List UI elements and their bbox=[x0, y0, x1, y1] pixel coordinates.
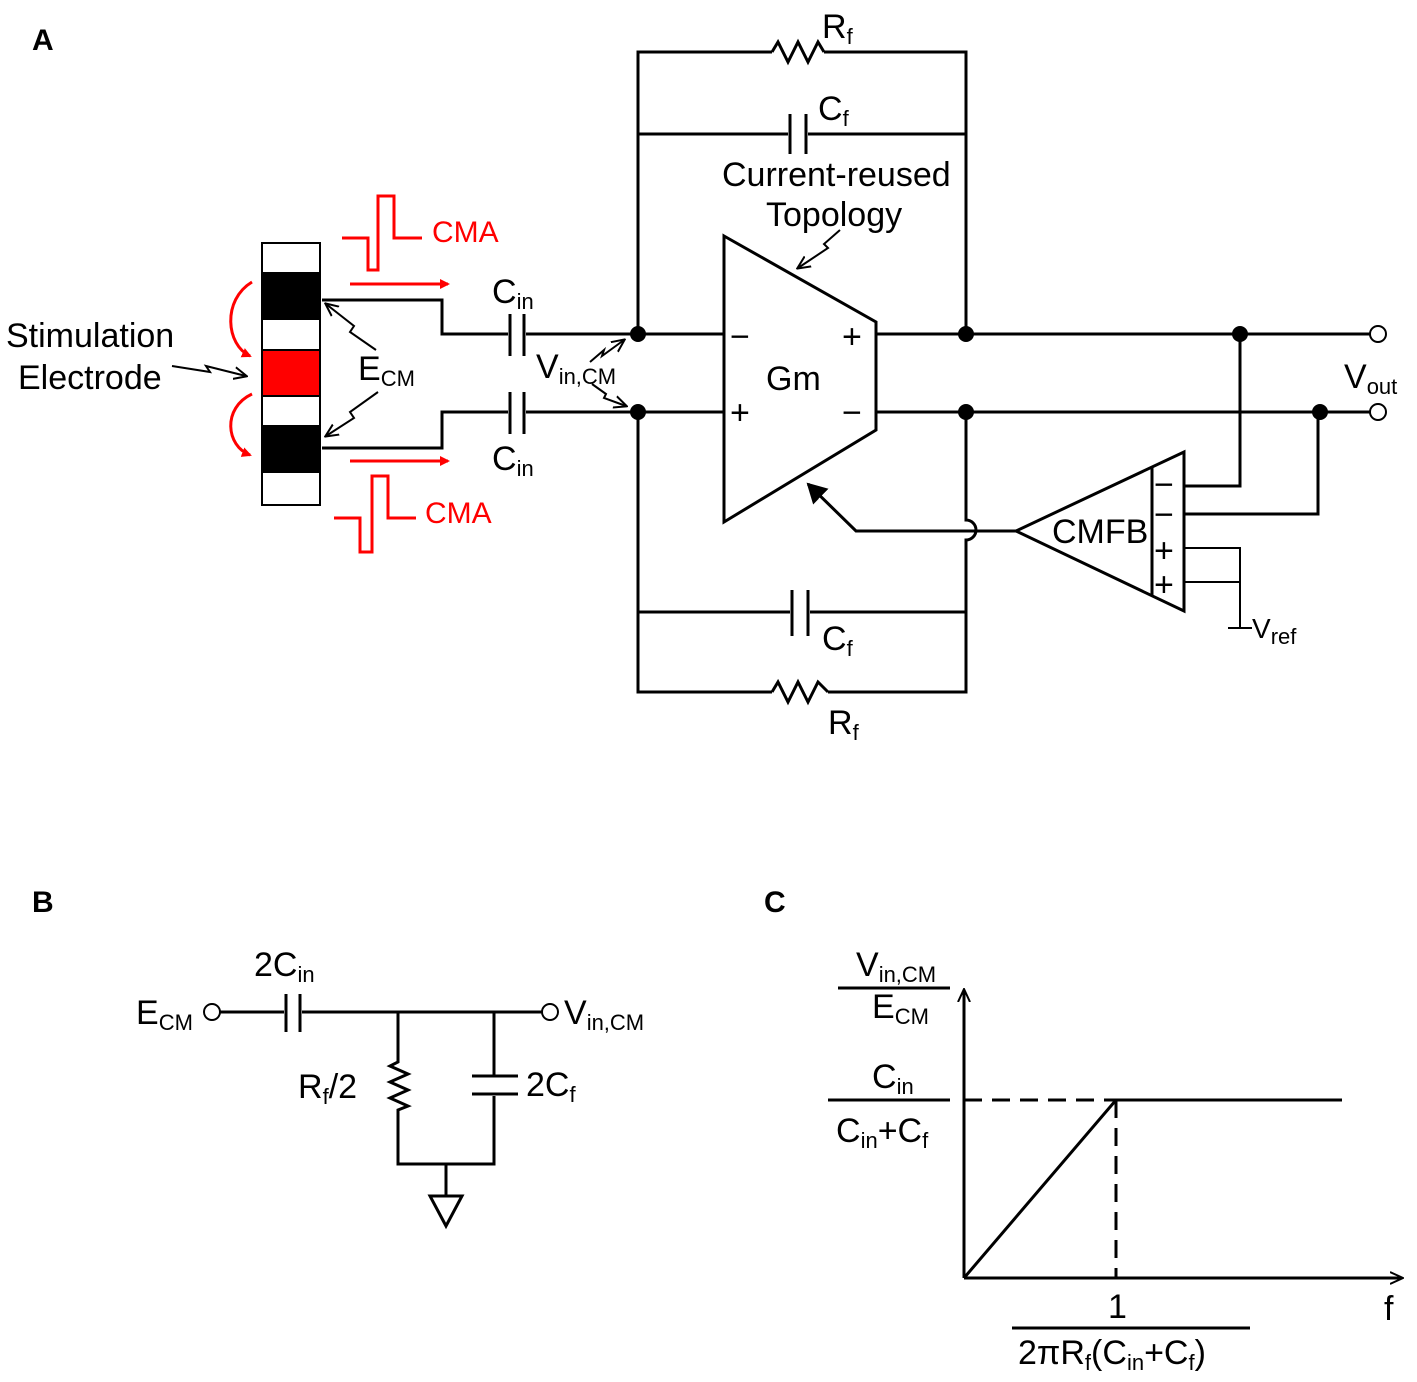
b-cf-label: 2Cf bbox=[526, 1066, 576, 1107]
vin-cm-label: Vin,CM bbox=[536, 348, 616, 389]
b-resistor-branch bbox=[386, 1012, 496, 1166]
feedback-capacitor-top bbox=[788, 114, 808, 154]
cma-label-top: CMA bbox=[432, 216, 499, 249]
stimulation-pointer-arrow bbox=[171, 364, 246, 376]
rf-label-bottom: Rf bbox=[828, 704, 860, 745]
panel-b-label: B bbox=[32, 886, 54, 919]
cma-label-bottom: CMA bbox=[425, 497, 492, 530]
vout-terminal-positive bbox=[1369, 325, 1387, 343]
feedback-capacitor-bottom bbox=[790, 590, 810, 636]
ecm-pointer-arrow-top bbox=[326, 304, 377, 351]
return-current-arrow-top bbox=[229, 280, 253, 358]
ecm-label: ECM bbox=[358, 350, 415, 391]
c-ylabel-denominator: ECM bbox=[872, 988, 929, 1029]
cmfb-input-minus-1: − bbox=[1154, 466, 1174, 504]
gm-input-minus: − bbox=[730, 318, 750, 356]
stimulation-label-line1: Stimulation bbox=[6, 317, 174, 355]
cma-pulse-bottom bbox=[334, 474, 416, 554]
cmfb-control-arrow bbox=[806, 482, 1016, 533]
b-cin-label: 2Cin bbox=[254, 946, 315, 987]
return-current-arrow-bottom bbox=[229, 392, 253, 457]
b-vin-terminal bbox=[541, 1003, 559, 1021]
rf-label-top: Rf bbox=[822, 8, 854, 49]
panel-a-label: A bbox=[32, 24, 54, 57]
feedback-resistor-top bbox=[770, 38, 826, 66]
cma-pulse-top bbox=[342, 194, 422, 272]
c-x-label: f bbox=[1384, 1290, 1394, 1328]
gm-input-plus: + bbox=[730, 394, 750, 432]
cmfb-sense-wire-positive bbox=[1184, 334, 1242, 488]
cmfb-label: CMFB bbox=[1052, 513, 1148, 551]
feedback-resistor-bottom bbox=[770, 678, 830, 706]
feedback-wire-top-left bbox=[636, 50, 772, 334]
vin-pointer-arrow-bottom bbox=[591, 383, 626, 406]
feedback-wire-bottom-left bbox=[636, 412, 772, 694]
c-ylabel-numerator: Vin,CM bbox=[856, 946, 936, 987]
vin-pointer-arrow-top bbox=[589, 340, 624, 363]
cf-label-bottom: Cf bbox=[822, 620, 854, 661]
gm-output-minus: − bbox=[842, 394, 862, 432]
cf-label-top: Cf bbox=[818, 90, 850, 131]
ecm-pointer-arrow-bottom bbox=[326, 391, 379, 436]
c-response-curve bbox=[962, 1098, 1342, 1279]
cmfb-input-plus-2: + bbox=[1154, 566, 1174, 604]
gm-label: Gm bbox=[766, 360, 821, 398]
b-ecm-terminal bbox=[203, 1003, 221, 1021]
gm-output-plus: + bbox=[842, 318, 862, 356]
vref-wires bbox=[1184, 547, 1252, 629]
vout-label: Vout bbox=[1344, 358, 1397, 399]
input-wire-top bbox=[322, 298, 508, 336]
cmfb-amplifier bbox=[1012, 449, 1186, 614]
c-corner-denominator: 2πRf(Cin+Cf) bbox=[1018, 1334, 1206, 1375]
b-rf-label: Rf/2 bbox=[298, 1068, 357, 1109]
cin-label-bottom: Cin bbox=[492, 440, 534, 481]
stimulation-electrode bbox=[261, 242, 321, 506]
ground-icon bbox=[427, 1194, 465, 1230]
c-level-numerator: Cin bbox=[872, 1058, 914, 1099]
node-cmfb-sense-negative bbox=[1312, 404, 1328, 420]
node-out-positive bbox=[958, 326, 974, 342]
b-input-capacitor bbox=[284, 994, 302, 1032]
gm-amplifier bbox=[722, 233, 878, 525]
feedback-wire-top-right bbox=[824, 50, 968, 334]
b-ecm-label: ECM bbox=[136, 994, 193, 1035]
input-capacitor-bottom bbox=[508, 392, 526, 434]
topology-label-line1: Current-reused bbox=[722, 156, 951, 194]
b-shunt-capacitor bbox=[472, 1074, 518, 1096]
topology-label-line2: Topology bbox=[766, 196, 902, 234]
b-vin-label: Vin,CM bbox=[564, 994, 644, 1035]
vout-terminal-negative bbox=[1369, 403, 1387, 421]
topology-pointer-arrow bbox=[798, 229, 841, 268]
c-level-denominator: Cin+Cf bbox=[836, 1112, 929, 1153]
input-wire-bottom bbox=[322, 410, 508, 450]
input-capacitor-top bbox=[508, 314, 526, 356]
panel-c-label: C bbox=[764, 886, 786, 919]
cin-label-top: Cin bbox=[492, 273, 534, 314]
vref-label: Vref bbox=[1252, 613, 1297, 649]
cmfb-sense-wire-negative bbox=[1184, 412, 1320, 516]
c-corner-numerator: 1 bbox=[1108, 1288, 1127, 1326]
cmfb-input-plus-1: + bbox=[1154, 532, 1174, 570]
stimulation-label-line2: Electrode bbox=[18, 359, 162, 397]
cmfb-input-minus-2: − bbox=[1154, 496, 1174, 534]
